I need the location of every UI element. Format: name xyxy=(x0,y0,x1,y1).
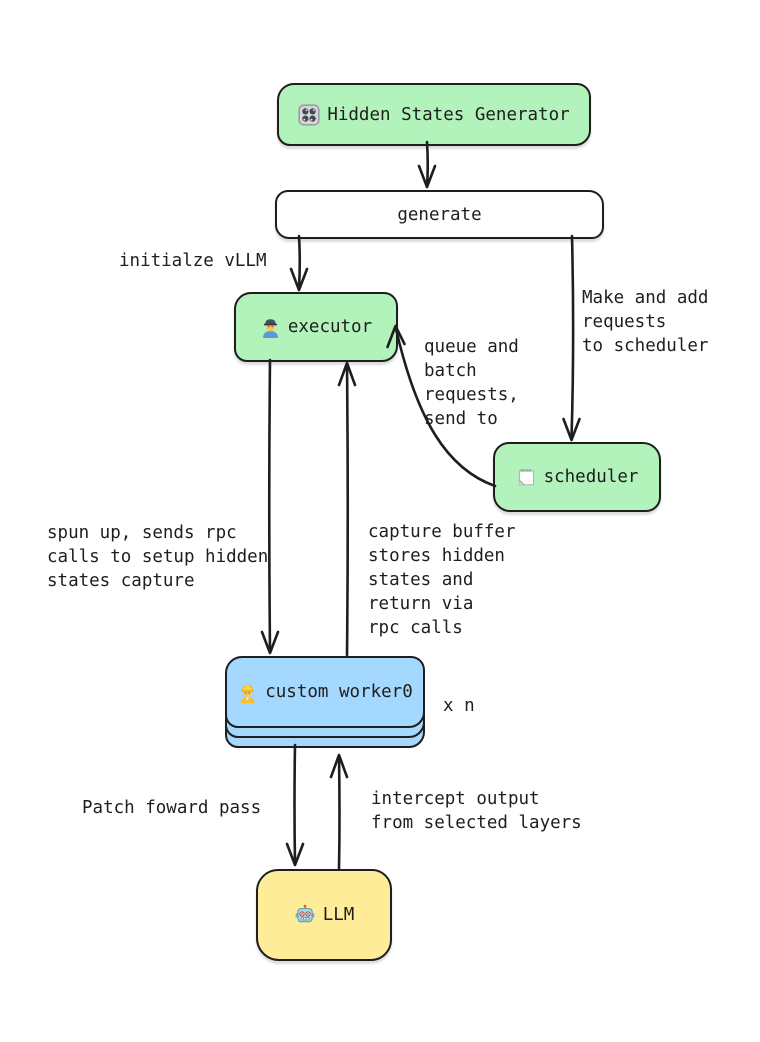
label-queue-batch: queue and batch requests, send to xyxy=(424,337,519,429)
label-spun-up: spun up, sends rpc calls to setup hidden… xyxy=(47,523,269,591)
node-scheduler: scheduler xyxy=(493,442,661,512)
robot-icon xyxy=(294,904,316,926)
node-hidden-states-generator: Hidden States Generator xyxy=(277,83,591,146)
label-patch-forward: Patch foward pass xyxy=(82,798,262,818)
label-make-requests: Make and add requests to scheduler xyxy=(582,288,709,356)
label-intercept: intercept output from selected layers xyxy=(371,789,582,833)
arrow-generate-to-executor xyxy=(289,234,309,292)
label-multiplier: x n xyxy=(443,696,475,716)
arrow-generate-to-scheduler xyxy=(562,234,581,442)
node-custom-worker: custom worker0 xyxy=(225,656,425,728)
arrow-worker-to-llm xyxy=(285,743,305,867)
node-label: custom worker0 xyxy=(265,682,413,702)
factory-worker-icon xyxy=(260,317,281,338)
node-label: Hidden States Generator xyxy=(327,104,570,125)
control-knobs-icon xyxy=(298,103,320,126)
notepad-icon xyxy=(516,467,537,488)
node-llm: LLM xyxy=(256,869,392,961)
label-capture-buffer: capture buffer stores hidden states and … xyxy=(368,522,516,638)
node-label: executor xyxy=(287,317,373,337)
arrow-executor-to-worker xyxy=(260,358,280,655)
arrow-worker-to-executor xyxy=(337,361,357,657)
arrow-llm-to-worker xyxy=(329,753,349,871)
arrow-generator-to-generate xyxy=(417,140,437,189)
node-label: LLM xyxy=(322,905,355,925)
label-initialize-vllm: initialze vLLM xyxy=(119,251,267,271)
construction-worker-icon xyxy=(237,682,258,703)
node-label: scheduler xyxy=(543,467,639,487)
node-generate: generate xyxy=(275,190,604,239)
node-label: generate xyxy=(397,204,482,225)
node-executor: executor xyxy=(234,292,398,362)
